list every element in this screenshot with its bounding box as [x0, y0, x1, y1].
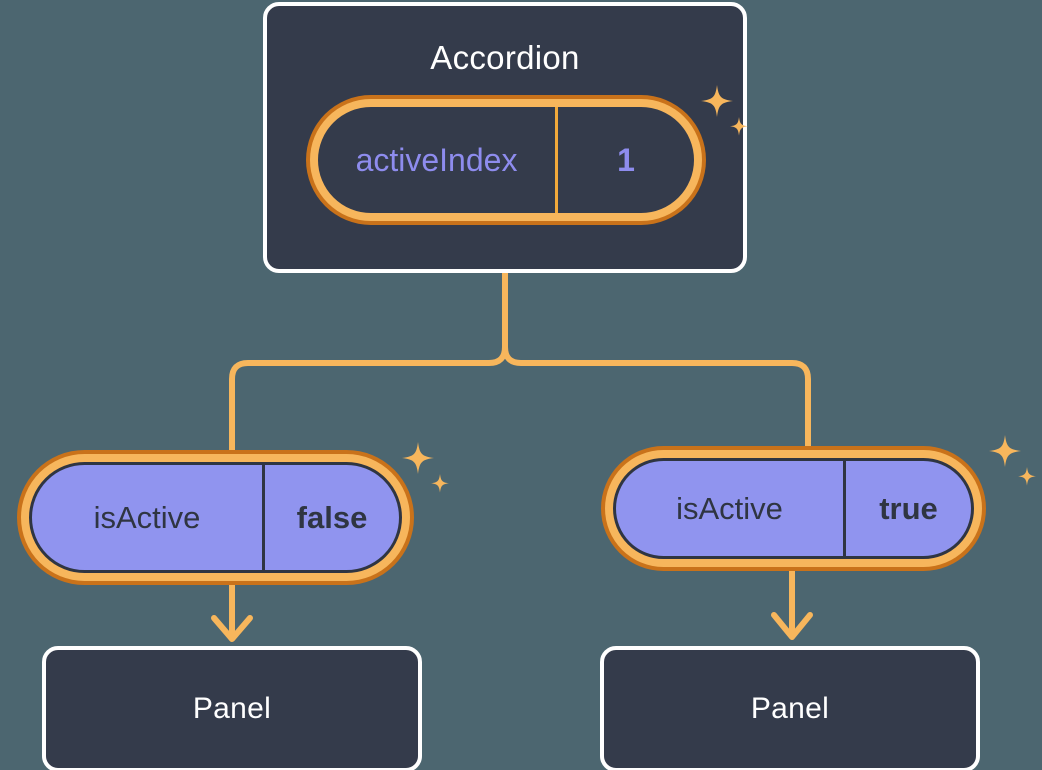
sparkle-icon	[989, 435, 1021, 467]
pill-inner-ring: isActive false	[21, 454, 410, 581]
sparkle-icon-small	[431, 474, 449, 493]
state-pill-is-active-false[interactable]: isActive false	[17, 450, 414, 585]
pill-body: activeIndex 1	[318, 107, 694, 213]
pill-body: isActive true	[613, 458, 974, 559]
panel-component-card-left[interactable]: Panel	[42, 646, 422, 770]
state-value-label: 1	[617, 141, 635, 178]
pill-body: isActive false	[29, 462, 402, 573]
pill-outer-ring: isActive false	[17, 450, 414, 585]
state-key-label: isActive	[616, 461, 846, 556]
state-value-label: false	[296, 499, 368, 535]
state-key-label: isActive	[32, 465, 265, 570]
state-pill-active-index[interactable]: activeIndex 1	[306, 95, 706, 225]
state-key-label: activeIndex	[318, 107, 558, 213]
pill-outer-ring: isActive true	[601, 446, 986, 571]
sparkle-decoration-right	[979, 433, 1041, 500]
pill-outer-ring: activeIndex 1	[306, 95, 706, 225]
panel-title: Panel	[192, 692, 272, 725]
accordion-title: Accordion	[430, 39, 580, 76]
panel-title: Panel	[750, 692, 830, 725]
state-value-label: true	[879, 490, 938, 526]
sparkle-icon-small	[1018, 467, 1036, 486]
pill-inner-ring: isActive true	[605, 450, 982, 567]
pill-inner-ring: activeIndex 1	[310, 99, 702, 221]
panel-component-card-right[interactable]: Panel	[600, 646, 980, 770]
state-pill-is-active-true[interactable]: isActive true	[601, 446, 986, 571]
